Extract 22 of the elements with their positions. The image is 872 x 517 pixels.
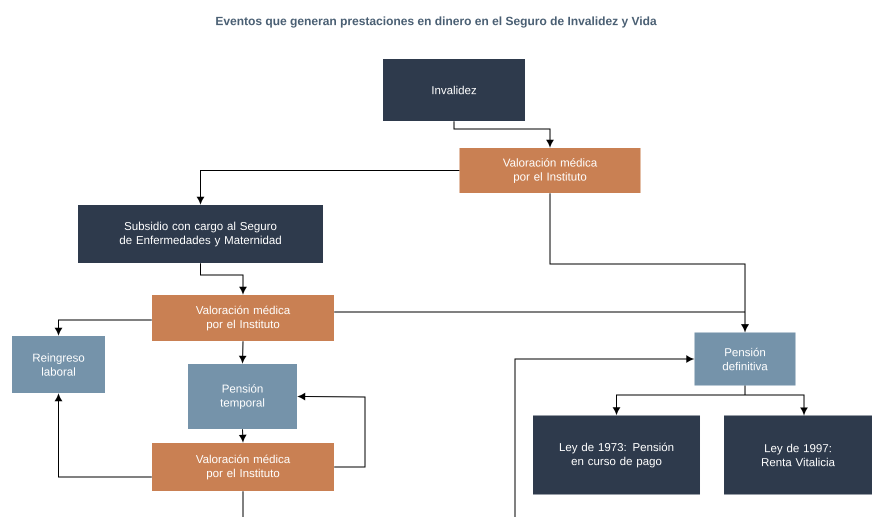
arrow — [55, 320, 152, 335]
title: Eventos que generan prestaciones en dinero en el Seguro de Invalidez y Vida — [216, 16, 657, 28]
law-box: Ley de 1997: Renta Vitalicia — [724, 416, 872, 494]
assessment-box: Valoración médica por el Instituto — [152, 443, 334, 491]
assessment-box: Valoración médica por el Instituto — [460, 148, 640, 193]
outcome-box: Reingreso laboral — [12, 336, 105, 393]
arrow — [744, 385, 808, 414]
event-box: Invalidez — [383, 59, 525, 121]
assessment-box: Valoración médica por el Instituto — [152, 295, 334, 341]
arrow — [200, 262, 246, 294]
arrow — [55, 394, 152, 478]
pension-box: Pensión temporal — [188, 364, 297, 429]
benefit-box: Subsidio con cargo al Seguro de Enfermedades y Maternidad — [78, 205, 323, 263]
arrow — [514, 356, 694, 517]
arrow — [197, 170, 460, 204]
law-box: Ley de 1973: Pensión en curso de pago — [533, 416, 700, 494]
arrow — [334, 312, 748, 332]
arrow — [239, 340, 246, 363]
arrow — [454, 120, 554, 147]
arrow — [239, 428, 246, 442]
arrow — [298, 393, 366, 468]
pension-box: Pensión definitiva — [694, 332, 796, 386]
